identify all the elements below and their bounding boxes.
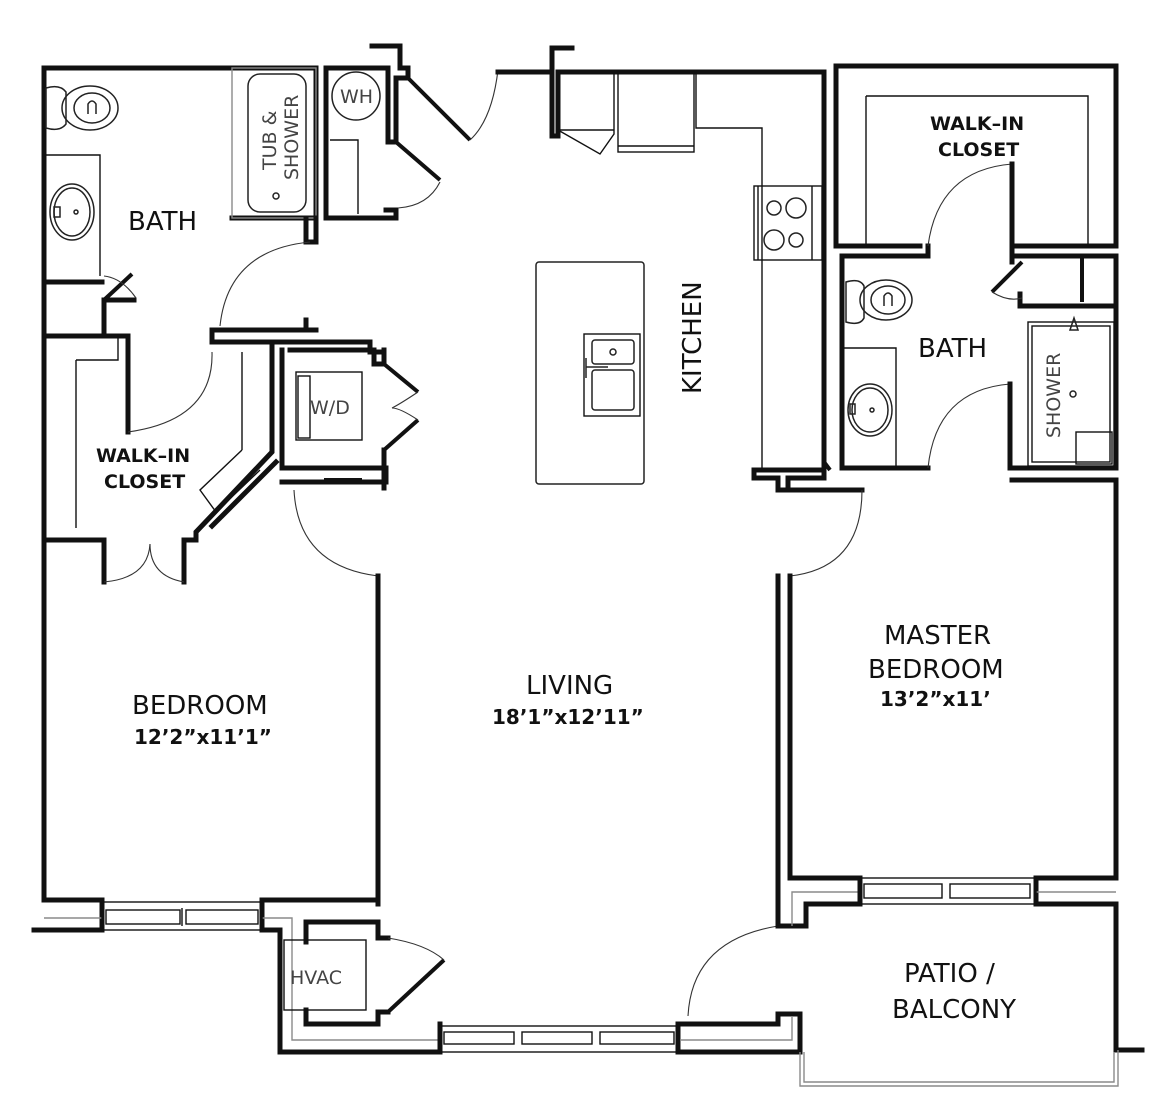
window-bedroom xyxy=(101,901,263,931)
room-label-bath-left: BATH xyxy=(128,207,197,237)
kitchen-walls xyxy=(495,45,832,493)
tub-shower-icon: TUB & SHOWER xyxy=(247,73,307,213)
sink-icon xyxy=(49,183,95,241)
right-closet-bath-walls xyxy=(833,63,1119,471)
room-label-master-1: MASTER xyxy=(884,621,991,651)
shower-icon: SHOWER xyxy=(1027,315,1115,467)
bath-door xyxy=(219,215,319,327)
shower-label: SHOWER xyxy=(1043,353,1065,438)
window-master xyxy=(857,875,1037,907)
entry-door xyxy=(469,69,499,141)
patio-outline xyxy=(799,1050,1119,1087)
room-dimensions-master: 13’2”x11’ xyxy=(880,687,991,711)
left-closet-walls xyxy=(41,317,420,903)
room-label-walkin-left-1: WALK–IN xyxy=(96,445,190,467)
hvac-closet: HVAC xyxy=(283,919,446,1027)
hvac-label: HVAC xyxy=(290,967,342,989)
room-label-bedroom: BEDROOM xyxy=(132,691,268,721)
washer-dryer-label: W/D xyxy=(310,397,350,419)
room-label-bath-right: BATH xyxy=(918,334,987,364)
room-label-walkin-right-1: WALK–IN xyxy=(930,113,1024,135)
cooktop-icon xyxy=(753,185,823,261)
toilet-icon xyxy=(45,85,119,131)
kitchen-island xyxy=(535,261,645,485)
left-bath-walls xyxy=(41,65,319,339)
room-label-kitchen: KITCHEN xyxy=(678,281,708,394)
room-dimensions-bedroom: 12’2”x11’1” xyxy=(134,725,272,749)
window-living xyxy=(437,1021,679,1055)
living-patio-walls xyxy=(675,573,863,1055)
sink-icon xyxy=(842,347,897,468)
room-label-walkin-left-2: CLOSET xyxy=(104,471,185,493)
room-label-walkin-right-2: CLOSET xyxy=(938,139,1019,161)
room-dimensions-living: 18’1”x12’11” xyxy=(492,705,644,729)
tub-label: TUB & xyxy=(259,110,281,171)
room-label-patio-1: PATIO / xyxy=(904,959,995,989)
water-heater-closet: WH xyxy=(323,43,472,221)
room-label-living: LIVING xyxy=(526,671,613,701)
toilet-icon xyxy=(845,279,913,325)
shower-label: SHOWER xyxy=(281,95,303,180)
bedroom-door xyxy=(293,489,381,907)
room-label-patio-2: BALCONY xyxy=(892,995,1016,1025)
room-label-master-2: BEDROOM xyxy=(868,655,1004,685)
washer-dryer-icon: W/D xyxy=(295,371,363,441)
water-heater-label: WH xyxy=(340,86,373,108)
